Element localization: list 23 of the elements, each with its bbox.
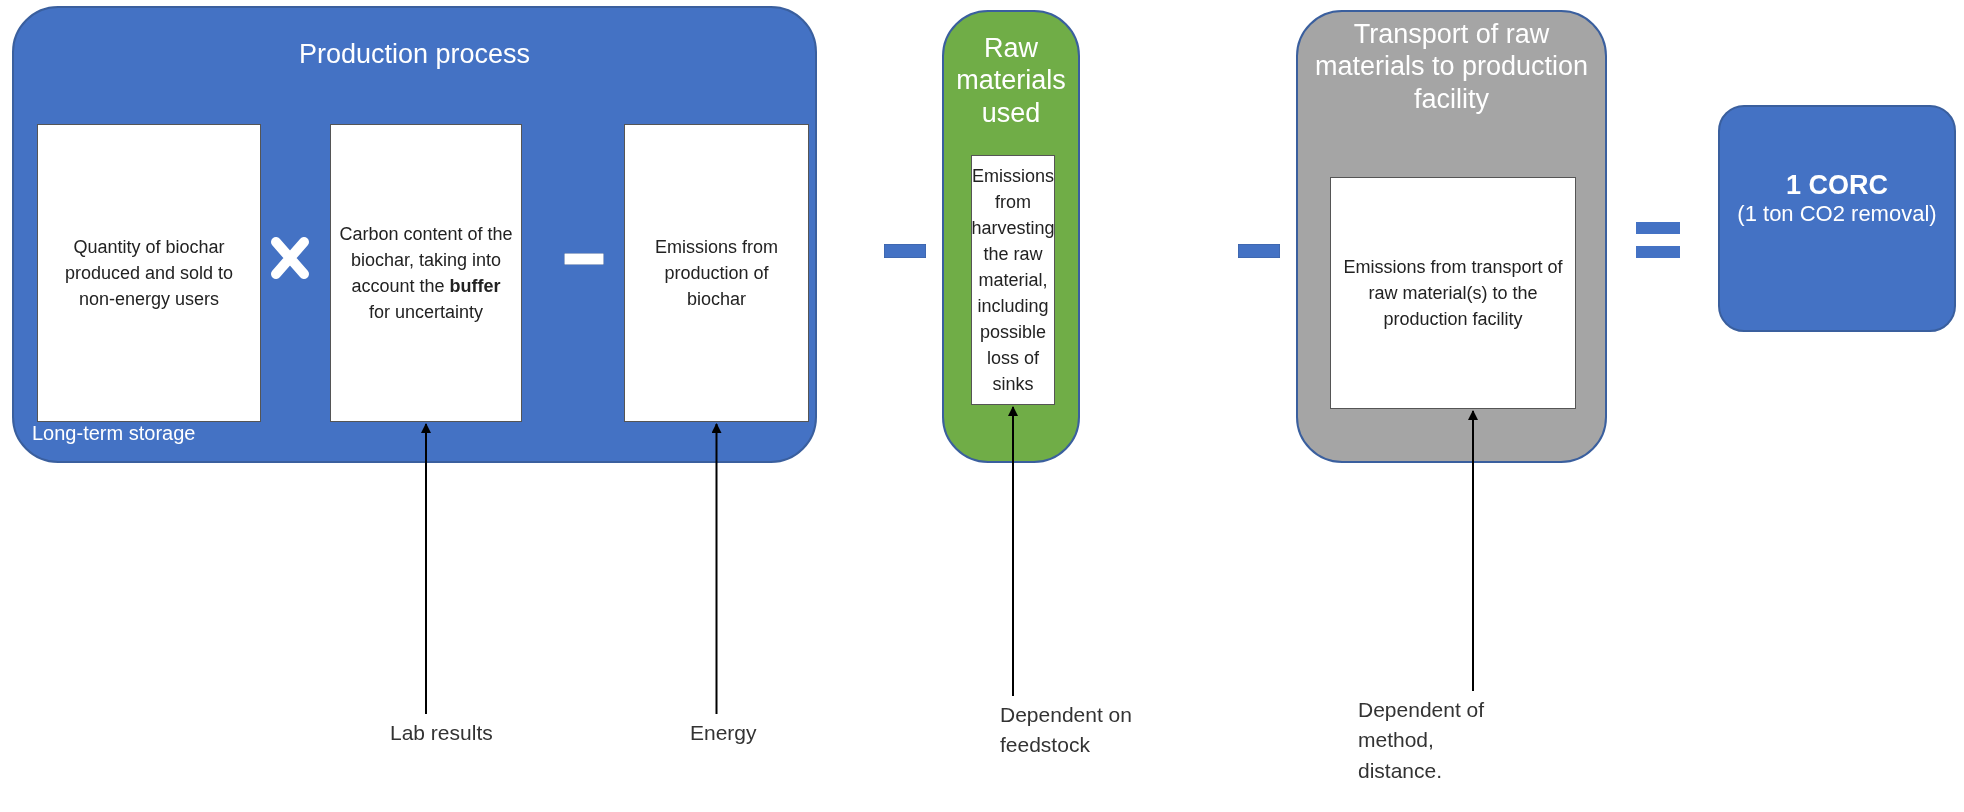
arrow: [421, 423, 431, 715]
result-box: [1718, 105, 1956, 332]
term-box: Emissions from harvesting the raw material, including possible loss of sinks: [971, 155, 1055, 405]
note-text: Energy: [690, 718, 790, 752]
term-box: Quantity of biochar produced and sold to non-energy users: [37, 124, 261, 422]
panel-note: Long-term storage: [32, 422, 196, 445]
arrow: [1008, 406, 1018, 697]
note-text: Dependent on feedstock: [1000, 700, 1170, 764]
panel-title: Production process: [297, 38, 532, 71]
result-note: (1 ton CO2 removal): [1736, 201, 1938, 227]
note-text: Dependent of method, distance.: [1358, 695, 1508, 791]
group-panel: [12, 6, 817, 463]
note-text: Lab results: [390, 718, 530, 752]
group-panel: [942, 10, 1080, 463]
term-box: Emissions from production of biochar: [624, 124, 809, 422]
term-box: Emissions from transport of raw material(s) to the production facility: [1330, 177, 1576, 409]
group-panel: [1296, 10, 1607, 463]
arrow: [1468, 410, 1478, 692]
panel-title: Transport of raw materials to production facility: [1313, 18, 1590, 116]
result-title: 1 CORC: [1786, 170, 1888, 201]
arrow: [711, 423, 722, 715]
term-box: Carbon content of the biochar, taking into account the buffer for uncertainty: [330, 124, 522, 422]
panel-title: Raw materials used: [955, 32, 1067, 130]
